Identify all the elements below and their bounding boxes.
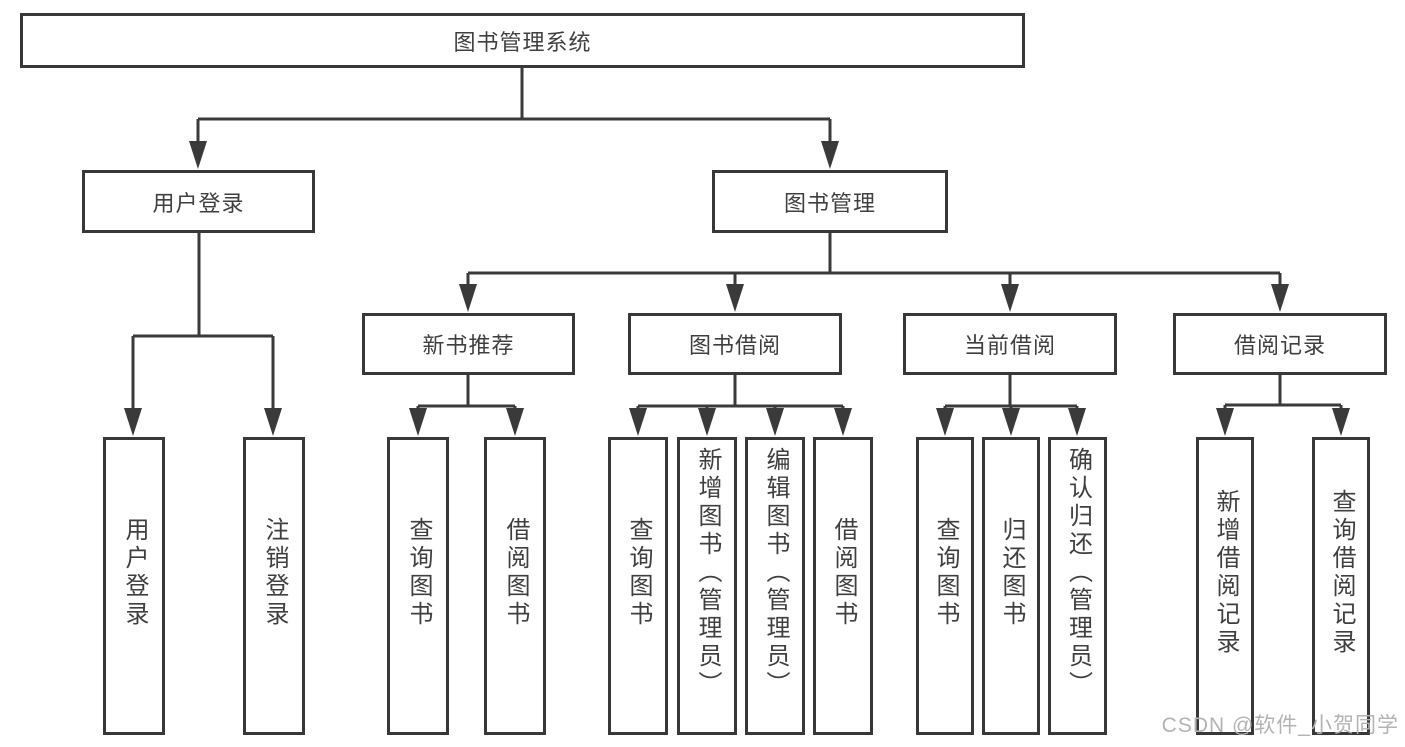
- node-label: 借阅记录: [1233, 333, 1326, 358]
- node-label: 编辑图书（管理员）: [762, 447, 789, 699]
- node-label: 图书管理: [783, 190, 876, 216]
- node-label: 归还图书: [998, 517, 1025, 629]
- node-book-borrow: 图书借阅: [628, 313, 842, 375]
- node-label: 新增借阅记录: [1212, 489, 1239, 657]
- node-label: 查询图书: [932, 517, 959, 629]
- leaf-add-borrow-record: 新增借阅记录: [1196, 437, 1254, 735]
- node-label: 用户登录: [152, 190, 245, 216]
- node-label: 注销登录: [261, 517, 288, 629]
- leaf-confirm-return-admin: 确认归还（管理员）: [1048, 437, 1107, 735]
- node-label: 当前借阅: [963, 333, 1056, 358]
- node-new-book-recommend: 新书推荐: [362, 313, 575, 375]
- leaf-query-books-1: 查询图书: [387, 437, 449, 735]
- node-label: 查询图书: [405, 517, 432, 629]
- leaf-edit-books-admin: 编辑图书（管理员）: [745, 437, 805, 735]
- node-label: 查询图书: [625, 517, 652, 629]
- node-label: 借阅图书: [502, 517, 529, 629]
- leaf-logout: 注销登录: [243, 437, 305, 735]
- leaf-query-borrow-record: 查询借阅记录: [1312, 437, 1370, 735]
- leaf-return-books: 归还图书: [982, 437, 1040, 735]
- csdn-watermark: CSDN @软件_小贺同学: [1161, 714, 1399, 737]
- node-book-management: 图书管理: [712, 170, 948, 233]
- node-label: 查询借阅记录: [1328, 489, 1355, 657]
- leaf-query-books-3: 查询图书: [916, 437, 974, 735]
- node-label: 新书推荐: [422, 333, 515, 358]
- node-label: 图书管理系统: [453, 29, 592, 55]
- node-label: 图书借阅: [688, 333, 781, 358]
- node-library-system: 图书管理系统: [20, 13, 1025, 68]
- leaf-borrow-books-1: 借阅图书: [484, 437, 546, 735]
- node-label: 确认归还（管理员）: [1064, 447, 1092, 699]
- node-label: 借阅图书: [830, 517, 857, 629]
- leaf-borrow-books-2: 借阅图书: [813, 437, 873, 735]
- arrowheads: [124, 141, 1350, 436]
- leaf-query-books-2: 查询图书: [608, 437, 668, 735]
- node-user-login: 用户登录: [82, 170, 315, 233]
- node-borrow-records: 借阅记录: [1173, 313, 1387, 375]
- node-current-borrow: 当前借阅: [903, 313, 1117, 375]
- node-label: 新增图书（管理员）: [694, 447, 721, 699]
- node-label: 用户登录: [121, 517, 148, 629]
- leaf-user-login: 用户登录: [103, 437, 165, 735]
- leaf-add-books-admin: 新增图书（管理员）: [677, 437, 737, 735]
